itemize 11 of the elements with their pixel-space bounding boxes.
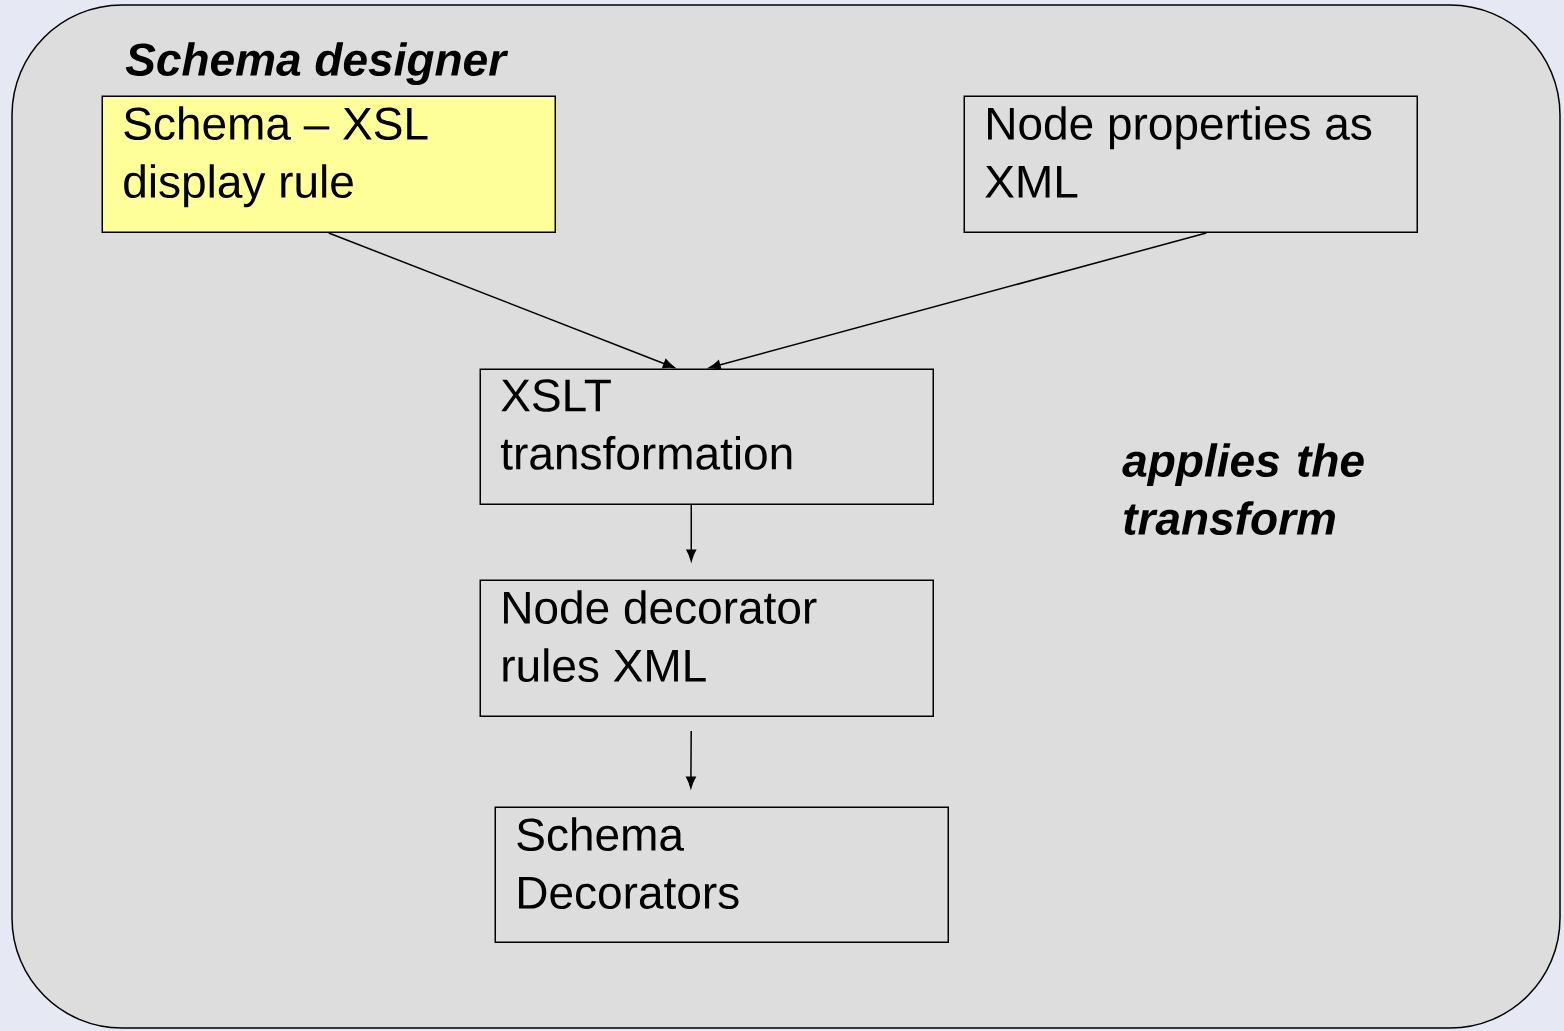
arrow (686, 730, 696, 789)
arrow (708, 232, 1207, 370)
process-box: Schema Decorators (494, 806, 949, 943)
panel-heading: Schema designer (125, 42, 509, 86)
process-box: Node decorator rules XML (479, 579, 934, 717)
process-box: XSLT transformation (479, 368, 934, 505)
note: applies the transform (1122, 443, 1364, 535)
arrow (328, 232, 675, 369)
process-box: Schema – XSL display rule (101, 95, 556, 233)
arrow (686, 504, 697, 562)
process-box: Node properties as XML (963, 95, 1418, 233)
